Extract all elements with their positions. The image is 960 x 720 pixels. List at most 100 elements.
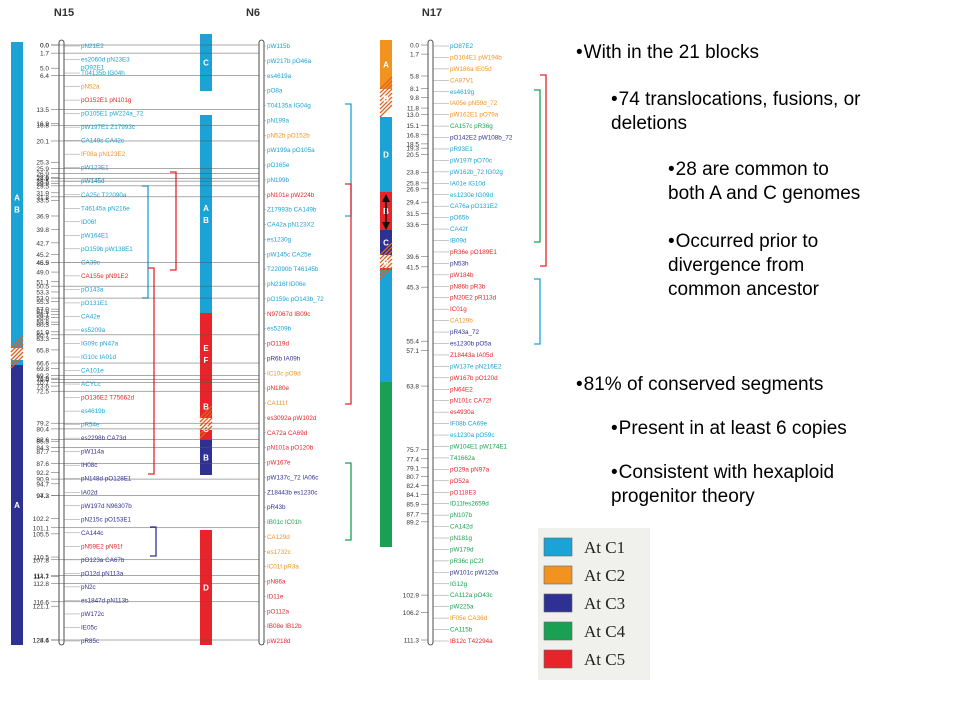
marker-label: pN101e pW224b	[267, 192, 315, 199]
scale-value: 5.0	[40, 66, 49, 73]
arrow-head-up	[382, 194, 390, 202]
synteny-bracket	[540, 74, 547, 267]
hatched-segment	[10, 335, 24, 369]
scale-value: 70.7	[36, 380, 49, 387]
hatch-stripe	[10, 351, 24, 365]
scale-value: 16.8	[406, 132, 419, 139]
marker-label: es4930a	[450, 409, 475, 416]
marker-label: pW167b pO120d	[450, 375, 498, 382]
marker-label: CA155e pN91E2	[81, 273, 129, 280]
scale-value: 82.6	[36, 437, 49, 444]
marker-label: IB09d	[450, 238, 467, 245]
marker-label: es5209b	[267, 326, 292, 333]
scale-value: 53.3	[36, 289, 49, 296]
block-label: F	[204, 356, 209, 365]
scale-value: 42.7	[36, 240, 49, 247]
marker-label: pN86b pR3b	[450, 283, 486, 290]
block-bar	[200, 34, 212, 91]
scale-value: 71.9	[36, 376, 49, 383]
scale-value: 33.5	[36, 198, 49, 205]
marker-label: pR93E1	[450, 146, 473, 153]
marker-label: T04135b IG04h	[81, 70, 125, 77]
chromosome-n17: N17ABDBCB0.01.75.88.19.811.813.015.116.8…	[379, 7, 547, 646]
scale-value: 77.4	[406, 456, 419, 463]
marker-label: pR6b IA09h	[267, 355, 301, 362]
marker-label: CA112a pO43c	[450, 592, 493, 599]
marker-label: IF08a pN123E2	[81, 151, 126, 158]
marker-label: pN53h	[450, 260, 469, 267]
scale-value: 25.3	[36, 160, 49, 167]
legend-swatch	[543, 593, 573, 613]
marker-label: pN216f ID06e	[267, 281, 306, 288]
marker-label: pO142E2 pW108b_72	[450, 135, 513, 142]
chromosome-rod	[427, 39, 434, 646]
arrow-head-down	[382, 222, 390, 230]
legend-label: At C3	[584, 594, 625, 613]
scale-value: 110.5	[33, 555, 49, 562]
block-label: B	[383, 259, 389, 268]
scale-value: 46.9	[36, 260, 49, 267]
scale-value: 69.8	[36, 366, 49, 373]
scale-value: 36.9	[36, 213, 49, 220]
scale-value: 75.7	[406, 447, 419, 454]
marker-label: IG12g	[450, 581, 468, 588]
marker-label: es4619a	[267, 73, 292, 80]
marker-label: IA02d	[81, 489, 98, 496]
marker-label: es2060d pN23E3	[81, 57, 130, 64]
marker-label: IA05e pN59d_72	[450, 100, 498, 107]
marker-label: T04135a IG04g	[267, 103, 311, 110]
chromosome-rod	[258, 39, 265, 646]
synteny-bracket	[150, 526, 157, 557]
scale-value: 5.8	[410, 74, 419, 81]
scale-value: 45.2	[36, 252, 49, 259]
hatch-stripe	[10, 355, 24, 369]
synteny-bracket	[534, 89, 541, 243]
marker-label: pR36e pO189E1	[450, 249, 497, 256]
scale-value: 116.6	[33, 599, 49, 606]
marker-label: pW162b_72 IG02g	[450, 169, 503, 176]
hatch-stripe	[379, 92, 393, 106]
marker-label: pN21E2	[81, 43, 104, 50]
marker-label: pN107b	[450, 512, 473, 519]
marker-label: ID06f	[81, 219, 96, 226]
scale-value: 69.2	[36, 373, 49, 380]
bullet-item: •81% of conserved segments	[576, 374, 824, 395]
synteny-bracket	[345, 462, 352, 541]
marker-label: CA87V1	[450, 77, 474, 84]
marker-label: es2298b CA73d	[81, 435, 127, 442]
scale-value: 60.7	[36, 332, 49, 339]
inversion-arrow-icon	[382, 194, 390, 230]
marker-label: pW164E1	[81, 232, 109, 239]
block-bar	[380, 382, 392, 547]
scale-value: 45.5	[36, 260, 49, 267]
scale-value: 19.3	[406, 146, 419, 153]
block-label: A	[203, 204, 209, 213]
scale-value: 0.0	[410, 43, 419, 50]
marker-label: pO105E1 pW224a_72	[81, 111, 144, 118]
hatch-stripe	[10, 343, 24, 357]
marker-label: CA144c	[81, 530, 103, 537]
scale-value: 94.3	[36, 493, 49, 500]
marker-label: pO112a	[267, 608, 289, 615]
block-bar	[200, 530, 212, 645]
marker-label: CA129b	[450, 318, 473, 325]
hatch-stripe	[199, 409, 213, 423]
scale-value: 26.9	[406, 186, 419, 193]
marker-label: CA101e	[81, 368, 104, 375]
marker-label: CA129d	[267, 534, 290, 541]
block-bar	[380, 117, 392, 192]
block-bar	[11, 42, 23, 365]
marker-label: IG10c IA01d	[81, 354, 117, 361]
chromosome-n6: N6CABEFBCBD0.01.76.413.516.820.125.926.9…	[33, 7, 352, 646]
marker-label: CA115b	[450, 627, 473, 634]
marker-label: pW123E1	[81, 165, 109, 172]
marker-label: CA39c	[81, 259, 100, 266]
scale-value: 25.9	[36, 166, 49, 173]
marker-label: pO159c pO143b_72	[267, 296, 324, 303]
marker-label: pW197E1 Z17993c	[81, 124, 135, 131]
scale-value: 20.1	[36, 138, 49, 145]
hatch-stripe	[199, 425, 213, 439]
marker-label: IF08b CA69e	[450, 421, 488, 428]
scale-value: 87.6	[36, 461, 49, 468]
